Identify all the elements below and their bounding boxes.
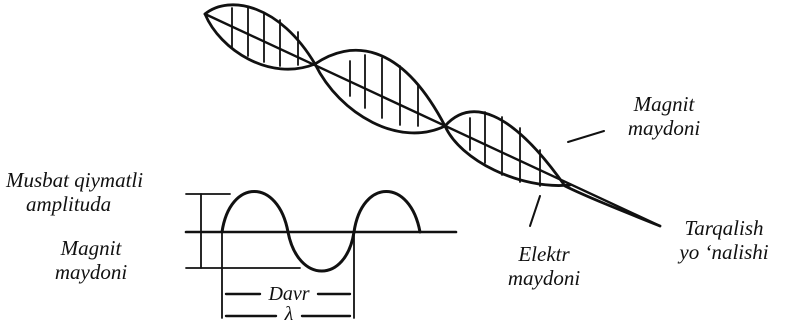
magnetic-field-wave [203,3,662,228]
electric-field-line1: Elektr [518,242,570,266]
positive-amplitude-line2: amplituda [26,192,112,216]
field-vector-lines [231,7,541,187]
magnetic-field-label-top: Magnit maydoni [612,92,716,140]
electric-field-line2: maydoni [507,266,581,290]
electric-field-leader [529,195,541,227]
magnetic-field-label-top-line2: maydoni [627,116,701,140]
magnetic-field-label-left: Magnit maydoni [36,236,146,284]
wave-graph [184,190,458,319]
graph-sine-wave [220,190,422,273]
wavelength-label: λ [284,303,294,325]
propagation-direction-line2: yo ‘nalishi [679,240,769,264]
positive-amplitude-line1: Musbat qiymatli [6,168,144,192]
positive-amplitude-label: Musbat qiymatli amplituda [6,168,143,216]
magnetic-field-label-left-line1: Magnit [60,236,122,260]
magnetic-field-label-top-line1: Magnit [633,92,695,116]
period-label: Davr [268,283,310,305]
propagation-direction-line1: Tarqalish [684,216,764,240]
electric-field-label: Elektr maydoni [494,242,594,290]
electric-field-wave [203,12,572,187]
propagation-direction-label: Tarqalish yo ‘nalishi [664,216,784,264]
magnetic-field-label-left-line2: maydoni [54,260,128,284]
magnetic-field-leader [567,130,605,143]
propagation-axis [203,12,662,228]
